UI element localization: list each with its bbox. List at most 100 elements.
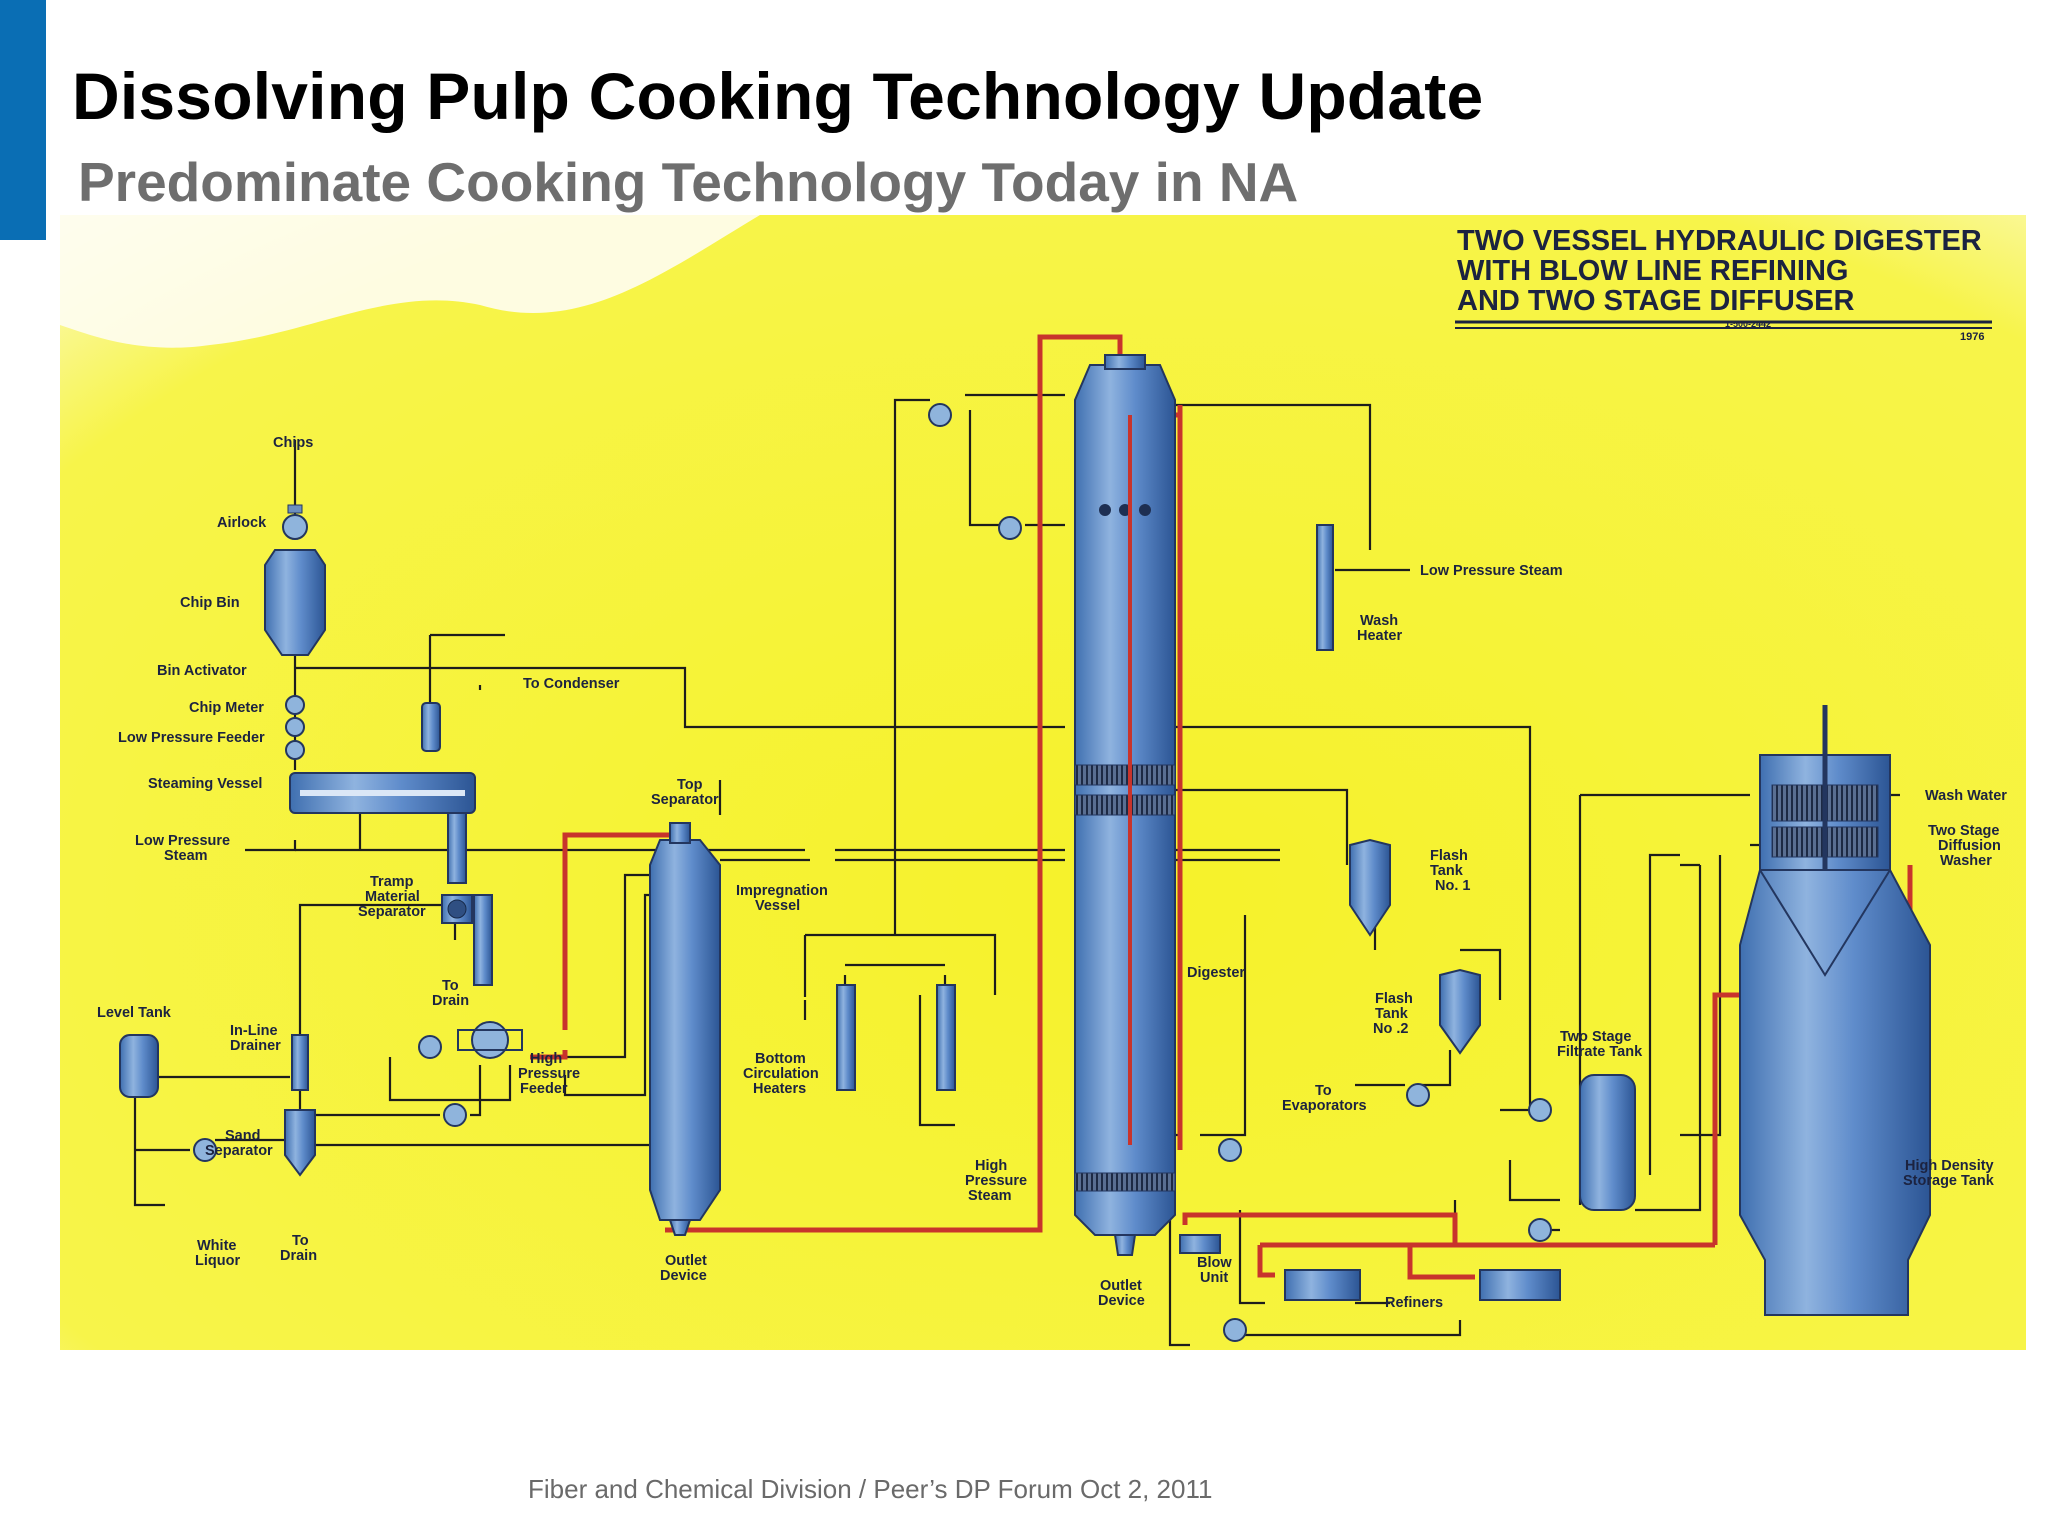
sand-separator [284, 1109, 316, 1177]
label-refiners: Refiners [1385, 1295, 1443, 1311]
label-flash1-3: No. 1 [1435, 878, 1470, 894]
label-sand-2: Separator [205, 1143, 273, 1159]
label-in-line-1: In-Line [230, 1023, 278, 1039]
label-flash2-2: Tank [1375, 1006, 1409, 1022]
flash-tank-2 [1439, 968, 1481, 1055]
label-bin-activator: Bin Activator [157, 663, 247, 679]
label-to-drain-bottom-1: To [292, 1233, 309, 1249]
label-hp-steam-3: Steam [968, 1188, 1012, 1204]
label-chips: Chips [273, 435, 313, 451]
label-tramp-1: Tramp [370, 874, 414, 890]
label-washer-1: Two Stage [1928, 823, 1999, 839]
label-top-separator-2: Separator [651, 792, 719, 808]
label-filtrate-tank-1: Two Stage [1560, 1029, 1631, 1045]
label-top-separator-1: Top [677, 777, 703, 793]
label-washer-2: Diffusion [1938, 838, 2001, 854]
label-filtrate-tank-2: Filtrate Tank [1557, 1044, 1643, 1060]
pump [1528, 1218, 1552, 1242]
svg-text:AND TWO STAGE DIFFUSER: AND TWO STAGE DIFFUSER [1457, 285, 1854, 317]
label-chip-meter: Chip Meter [189, 700, 264, 716]
label-blow-unit-1: Blow [1197, 1255, 1232, 1271]
condenser-tank [421, 702, 441, 752]
label-flash2-1: Flash [1375, 991, 1413, 1007]
label-to-drain-mid-2: Drain [432, 993, 469, 1009]
chip-bin [264, 549, 326, 656]
pump [1528, 1098, 1552, 1122]
label-lp-steam-left-1: Low Pressure [135, 833, 230, 849]
pump [1223, 1318, 1247, 1342]
bottom-circulation-heaters [836, 984, 956, 1091]
label-flash2-3: No .2 [1373, 1021, 1408, 1037]
label-impregnation-1: Impregnation [736, 883, 828, 899]
label-to-condenser: To Condenser [523, 676, 620, 692]
label-white-liquor-1: White [197, 1238, 236, 1254]
steaming-vessel [289, 772, 476, 814]
label-flash1-2: Tank [1430, 863, 1464, 879]
label-steaming-vessel: Steaming Vessel [148, 776, 262, 792]
label-tramp-2: Material [365, 889, 420, 905]
label-outlet-left-1: Outlet [665, 1253, 707, 1269]
label-tramp-3: Separator [358, 904, 426, 920]
label-to-drain-mid-1: To [442, 978, 459, 994]
slide-footer: Fiber and Chemical Division / Peer’s DP … [528, 1474, 1213, 1504]
label-to-evaporators-2: Evaporators [1282, 1098, 1367, 1114]
label-to-evaporators-1: To [1315, 1083, 1332, 1099]
label-in-line-2: Drainer [230, 1038, 281, 1054]
svg-text:WITH BLOW LINE REFINING: WITH BLOW LINE REFINING [1457, 255, 1848, 287]
digester [1074, 354, 1176, 1256]
label-hd-storage-2: Storage Tank [1903, 1173, 1995, 1189]
label-wash-heater-2: Heater [1357, 628, 1402, 644]
label-wash-water: Wash Water [1925, 788, 2007, 804]
slide-title: Dissolving Pulp Cooking Technology Updat… [72, 59, 1484, 133]
blow-unit [1179, 1234, 1221, 1254]
label-sand-1: Sand [225, 1128, 260, 1144]
label-lp-steam-left-2: Steam [164, 848, 208, 864]
accent-bar [0, 0, 46, 240]
chip-meter-and-feeder [285, 695, 305, 760]
label-wash-heater-1: Wash [1360, 613, 1398, 629]
level-tank [119, 1034, 159, 1098]
label-hp-steam-2: Pressure [965, 1173, 1027, 1189]
impregnation-vessel [649, 822, 721, 1236]
slide-subtitle: Predominate Cooking Technology Today in … [78, 151, 1299, 213]
diagram-labels: Chips Airlock Chip Bin Bin Activator Chi… [97, 435, 2007, 1311]
label-to-drain-bottom-2: Drain [280, 1248, 317, 1264]
label-digester: Digester [1187, 965, 1245, 981]
label-airlock: Airlock [217, 515, 267, 531]
diffusion-washer-storage-tank [1739, 705, 1931, 1316]
svg-text:1-500-2442: 1-500-2442 [1725, 319, 1771, 329]
label-blow-unit-2: Unit [1200, 1270, 1228, 1286]
label-heaters-2: Circulation [743, 1066, 819, 1082]
label-hp-feeder-2: Pressure [518, 1066, 580, 1082]
tramp-material-separator [441, 894, 473, 924]
in-line-drainer [291, 1034, 309, 1091]
label-outlet-right-2: Device [1098, 1293, 1145, 1309]
label-hp-steam-1: High [975, 1158, 1007, 1174]
label-heaters-3: Heaters [753, 1081, 806, 1097]
process-flow-diagram: TWO VESSEL HYDRAULIC DIGESTER WITH BLOW … [60, 215, 2026, 1350]
two-stage-filtrate-tank [1579, 1074, 1636, 1211]
svg-text:1976: 1976 [1960, 331, 1984, 343]
label-hd-storage-1: High Density [1905, 1158, 1994, 1174]
pump [998, 516, 1022, 540]
label-lp-steam-right: Low Pressure Steam [1420, 563, 1563, 579]
label-hp-feeder-1: High [530, 1051, 562, 1067]
label-low-pressure-feeder: Low Pressure Feeder [118, 730, 265, 746]
svg-text:TWO VESSEL HYDRAULIC DIGESTER: TWO VESSEL HYDRAULIC DIGESTER [1457, 225, 1982, 257]
pump [1218, 1138, 1242, 1162]
diagram-heading: TWO VESSEL HYDRAULIC DIGESTER WITH BLOW … [1455, 225, 1992, 343]
label-heaters-1: Bottom [755, 1051, 806, 1067]
label-white-liquor-2: Liquor [195, 1253, 240, 1269]
label-flash1-1: Flash [1430, 848, 1468, 864]
flash-tank-1 [1349, 838, 1391, 937]
pump [1406, 1083, 1430, 1107]
label-outlet-right-1: Outlet [1100, 1278, 1142, 1294]
label-level-tank: Level Tank [97, 1005, 172, 1021]
wash-heater [1316, 524, 1334, 651]
high-pressure-feeder [418, 1021, 523, 1059]
label-outlet-left-2: Device [660, 1268, 707, 1284]
label-washer-3: Washer [1940, 853, 1992, 869]
pump [928, 403, 952, 427]
pump [443, 1103, 467, 1127]
airlock [282, 504, 308, 540]
